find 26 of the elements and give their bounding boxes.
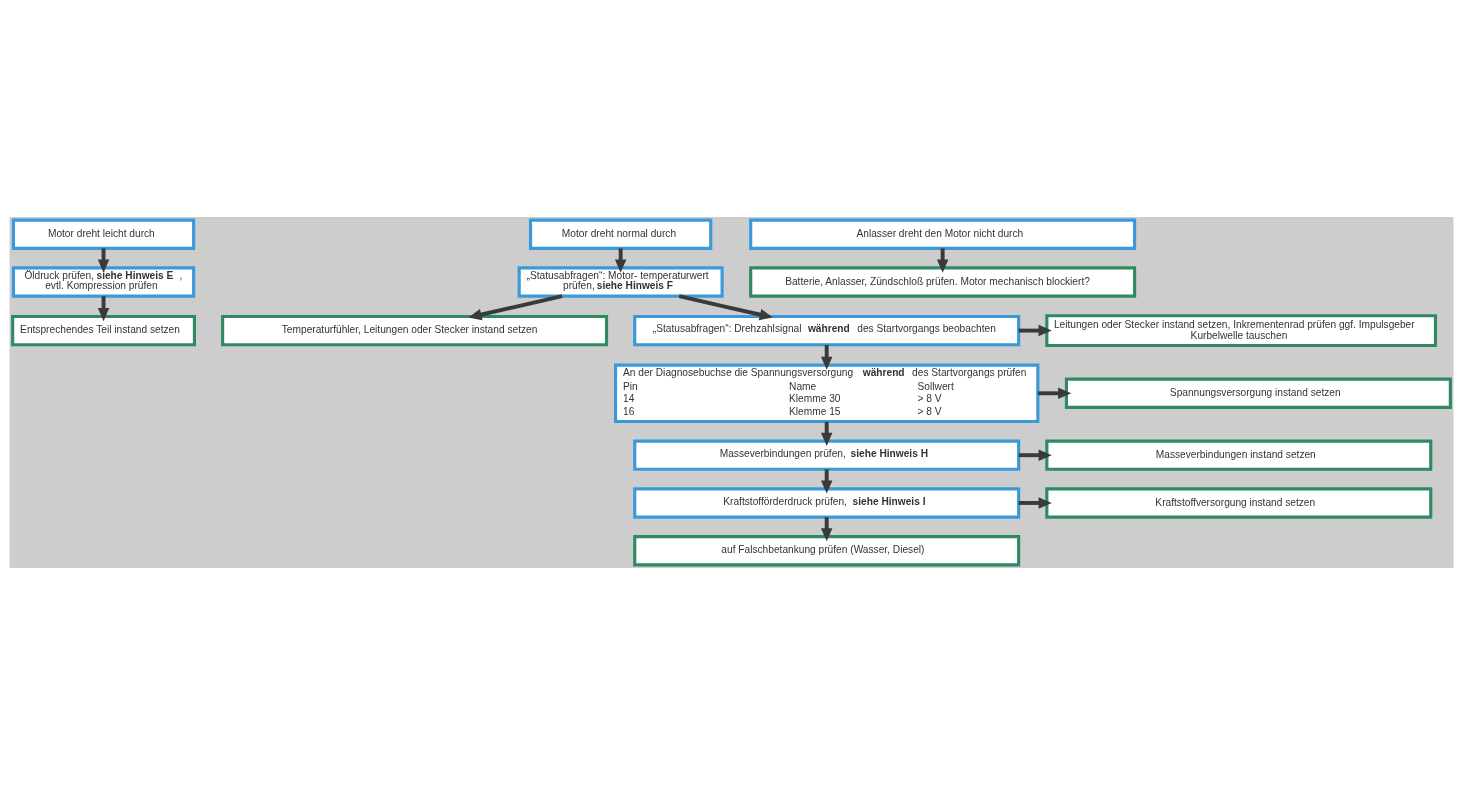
node-box: auf Falschbetankung prüfen (Wasser, Diesel) <box>633 535 1021 567</box>
arrow <box>820 344 833 370</box>
node-box: Kraftstofförderdruck prüfen, siehe Hinweis I <box>633 487 1021 519</box>
arrow <box>468 294 563 321</box>
node-box: Anlasser dreht den Motor nicht durch <box>749 218 1137 250</box>
node-box: Leitungen oder Stecker instand setzen, Inkrementenrad prüfen ggf. Impulsgeber Kurbelwelle tauschen <box>1045 314 1438 348</box>
node-box: Motor dreht normal durch <box>528 218 713 250</box>
node-box: Kraftstoffversorgung instand setzen <box>1045 487 1433 519</box>
node-box: Masseverbindungen prüfen, siehe Hinweis H <box>633 439 1021 471</box>
arrow <box>936 248 949 273</box>
node-box: Masseverbindungen instand setzen <box>1045 439 1433 471</box>
node-box: Öldruck prüfen, siehe Hinweis E, evtl. Kompression prüfen <box>11 266 196 298</box>
arrow <box>1018 324 1052 337</box>
node-box: „Statusabfragen“: Motor- temperaturwert prüfen, siehe Hinweis F <box>517 266 724 298</box>
node-box: „Statusabfragen“: Drehzahlsignal während des Startvorgangs beobachten <box>633 314 1021 347</box>
arrow <box>1018 497 1052 509</box>
node-box: Temperaturfühler, Leitungen oder Stecker instand setzen <box>221 314 609 347</box>
node-box: Batterie, Anlasser, Zündschloß prüfen. Motor mechanisch blockiert? <box>749 266 1137 298</box>
node-box: Spannungsversorgung instand setzen <box>1064 377 1452 409</box>
arrow <box>614 248 627 273</box>
arrow <box>1037 387 1072 400</box>
arrow <box>1018 449 1052 461</box>
arrow <box>678 294 773 321</box>
node-box: Entsprechendes Teil instand setzen <box>11 314 196 347</box>
node-box: An der Diagnosebuchse die Spannungsversorgung während des Startvorgangs prüfen Pin Name Sollwert 14 Klemme 30 > 8 V 16 Klemme 15 > 8 V <box>613 363 1040 424</box>
node-box: Motor dreht leicht durch <box>11 218 196 250</box>
